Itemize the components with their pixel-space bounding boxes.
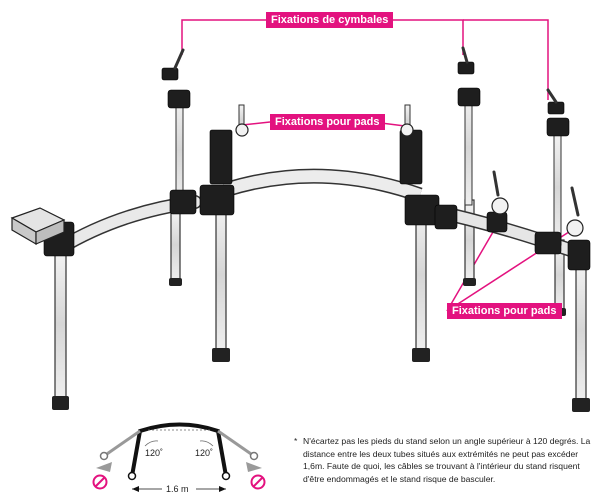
pad-mounts-right-label: Fixations pour pads — [447, 303, 562, 319]
distance-label: 1.6 m — [166, 484, 189, 494]
cymbal-tilters — [173, 46, 580, 217]
note-marker: * — [294, 436, 298, 446]
leg-feet — [52, 278, 590, 412]
angle-inset: 120˚ 120˚ 1.6 m — [96, 422, 262, 494]
callout-leaders — [181, 19, 576, 312]
module-holder — [10, 207, 66, 246]
no-entry-icon — [250, 474, 266, 490]
clamps — [43, 61, 591, 271]
note-text: N'écartez pas les pieds du stand selon u… — [303, 436, 591, 484]
warning-note: * N'écartez pas les pieds du stand selon… — [294, 435, 600, 485]
pad-mounts-top-label: Fixations pour pads — [270, 114, 385, 130]
angle-left-label: 120˚ — [145, 448, 163, 458]
no-entry-icon — [92, 474, 108, 490]
angle-right-label: 120˚ — [195, 448, 213, 458]
cymbal-mounts-label: Fixations de cymbales — [266, 12, 394, 28]
pad-mount-balls — [235, 123, 584, 237]
